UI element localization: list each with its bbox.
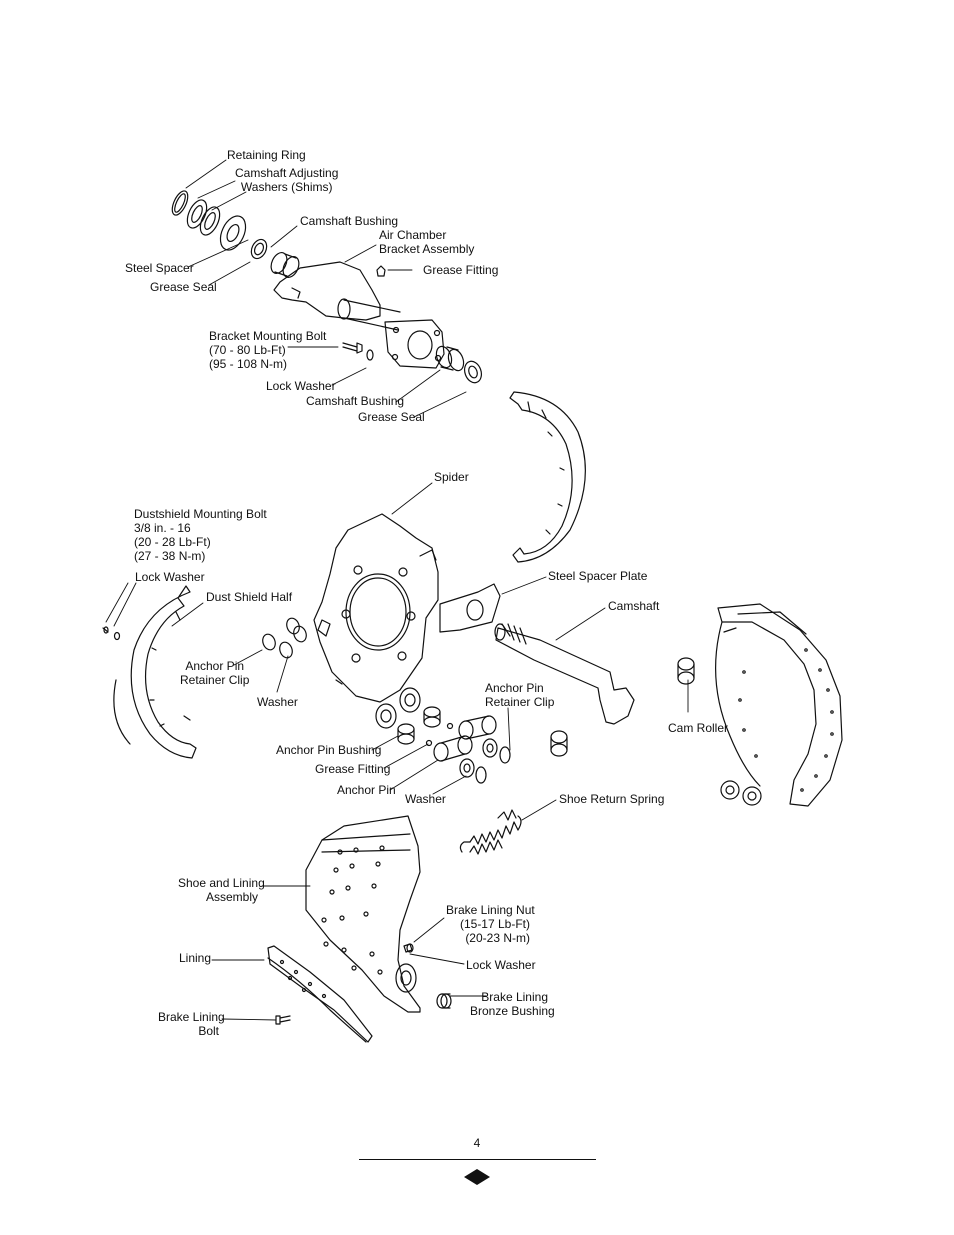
label-bracket-mounting-bolt: Bracket Mounting Bolt (70 - 80 Lb-Ft) (9… — [209, 329, 327, 371]
label-camshaft: Camshaft — [608, 599, 660, 613]
label-retaining-ring: Retaining Ring — [227, 148, 306, 162]
label-grease-fitting-top: Grease Fitting — [423, 263, 499, 277]
steel-spacer-part — [219, 215, 247, 251]
footer-rule — [359, 1159, 596, 1160]
camshaft-bushing-bottom-part — [435, 345, 465, 372]
grease-seal-top-part — [250, 238, 268, 260]
leader-lines — [105, 159, 689, 1021]
label-anchor-pin-bushing: Anchor Pin Bushing — [276, 743, 382, 757]
label-spider: Spider — [434, 470, 469, 484]
grease-fittings-mid-part — [425, 722, 454, 747]
label-camshaft-adjusting-washers: Camshaft Adjusting Washers (Shims) — [235, 166, 339, 194]
dustshield-bolt-part — [102, 626, 121, 641]
anchor-pin-clips-part — [262, 617, 307, 659]
dust-shield-left-part — [113, 585, 197, 759]
label-lock-washer-top: Lock Washer — [266, 379, 336, 393]
label-anchor-pin-retainer-clip-right: Anchor Pin Retainer Clip — [485, 681, 555, 709]
label-steel-spacer-plate: Steel Spacer Plate — [548, 569, 648, 583]
label-anchor-pin-retainer-clip-left: Anchor Pin Retainer Clip — [180, 659, 250, 687]
shoe-bottom-part — [305, 815, 421, 1013]
lining-part — [267, 945, 373, 1043]
label-steel-spacer: Steel Spacer — [125, 261, 194, 275]
bracket-mounting-bolt-part — [342, 342, 374, 361]
brake-lining-nut-part — [403, 943, 414, 953]
spider-part — [313, 513, 439, 729]
label-anchor-pin: Anchor Pin — [337, 783, 396, 797]
label-air-chamber-bracket: Air Chamber Bracket Assembly — [379, 228, 475, 256]
steel-spacer-plate-part — [439, 583, 501, 633]
label-cam-roller: Cam Roller — [668, 721, 729, 735]
retaining-ring-part — [171, 190, 189, 216]
label-camshaft-bushing-bottom: Camshaft Bushing — [306, 394, 405, 408]
anchor-pins-part — [433, 715, 497, 762]
air-chamber-bracket-part — [273, 261, 445, 369]
label-grease-fitting-mid: Grease Fitting — [315, 762, 391, 776]
label-shoe-return-spring: Shoe Return Spring — [559, 792, 665, 806]
bronze-bushing-part — [436, 993, 452, 1009]
anchor-washers-part — [459, 738, 511, 784]
dust-shield-right-part — [509, 391, 586, 563]
label-lining: Lining — [179, 951, 212, 965]
camshaft-part — [494, 623, 635, 725]
label-shoe-and-lining-assembly: Shoe and Lining Assembly — [178, 876, 265, 904]
shoe-right-part — [715, 603, 843, 807]
label-brake-lining-nut: Brake Lining Nut (15-17 Lb-Ft) (20-23 N-… — [446, 903, 535, 945]
anchor-pin-bushings-part — [397, 706, 441, 745]
label-dustshield-mounting-bolt: Dustshield Mounting Bolt 3/8 in. - 16 (2… — [134, 507, 267, 563]
camshaft-bushing-top-part — [270, 252, 300, 278]
diamond-icon — [464, 1169, 490, 1185]
label-lock-washer-left: Lock Washer — [135, 570, 205, 584]
label-lock-washer-bottom: Lock Washer — [466, 958, 536, 972]
label-dust-shield-half: Dust Shield Half — [206, 590, 293, 604]
shoe-return-spring-part — [459, 809, 522, 855]
adjusting-washers-part — [186, 199, 221, 236]
grease-seal-bottom-part — [463, 360, 483, 384]
brake-lining-bolt-part — [275, 1015, 291, 1025]
label-washer-left: Washer — [257, 695, 298, 709]
label-camshaft-bushing-top: Camshaft Bushing — [300, 214, 399, 228]
grease-fitting-top-part — [376, 265, 386, 277]
label-grease-seal-bottom: Grease Seal — [358, 410, 425, 424]
label-brake-lining-bolt: Brake Lining Bolt — [158, 1010, 225, 1038]
label-brake-lining-bronze-bushing: Brake Lining Bronze Bushing — [470, 990, 555, 1018]
page-number: 4 — [473, 1136, 481, 1150]
label-grease-seal-top: Grease Seal — [150, 280, 217, 294]
label-washer-mid: Washer — [405, 792, 446, 806]
cam-roller-part — [550, 657, 695, 757]
